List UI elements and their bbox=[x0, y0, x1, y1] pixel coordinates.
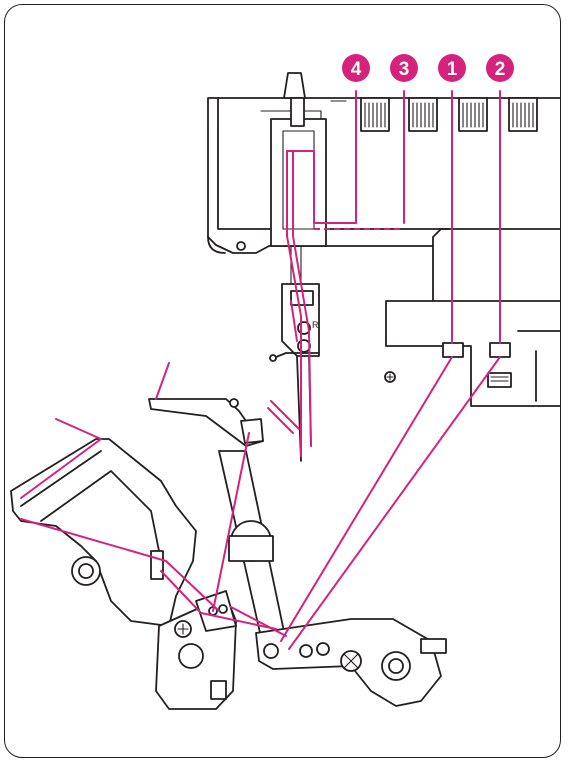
upper-looper-thread-mid bbox=[212, 432, 250, 612]
lower-looper-cross bbox=[160, 570, 277, 630]
svg-text:4: 4 bbox=[351, 59, 362, 80]
lower-looper-thread-feed bbox=[20, 518, 220, 612]
badge-3: 3 bbox=[390, 54, 418, 82]
tension-dial-1 bbox=[458, 97, 488, 132]
badge-1: 1 bbox=[438, 54, 466, 82]
machine-top-body bbox=[207, 72, 560, 407]
thread-1-lower bbox=[280, 356, 453, 642]
svg-text:1: 1 bbox=[447, 59, 458, 80]
thread-number-badges: 4 3 1 2 bbox=[342, 54, 514, 82]
lower-looper-thread-tail bbox=[20, 418, 102, 499]
badge-2: 2 bbox=[486, 54, 514, 82]
upper-looper-thread-start bbox=[155, 362, 170, 400]
needle-thread-right bbox=[292, 150, 312, 447]
needle-eye-threads bbox=[267, 400, 300, 434]
svg-text:3: 3 bbox=[399, 59, 410, 80]
tension-dial-2 bbox=[508, 97, 538, 132]
thread-4-housing bbox=[286, 150, 357, 224]
svg-text:2: 2 bbox=[495, 59, 506, 80]
thread-paths bbox=[20, 90, 501, 650]
looper-eye-thread bbox=[230, 606, 287, 637]
needle-clamp-letter-r: R bbox=[312, 320, 319, 330]
looper-mechanism bbox=[10, 398, 447, 710]
needle-guide-thread bbox=[290, 300, 298, 342]
thread-2-lower bbox=[288, 356, 501, 650]
tension-dial-3 bbox=[408, 97, 438, 132]
needle-thread-left bbox=[286, 150, 302, 457]
tension-dial-4 bbox=[360, 97, 390, 132]
threading-diagram: R bbox=[10, 54, 560, 710]
tension-dials bbox=[360, 97, 538, 132]
badge-4: 4 bbox=[342, 54, 370, 82]
diagram-frame: R bbox=[4, 4, 561, 758]
